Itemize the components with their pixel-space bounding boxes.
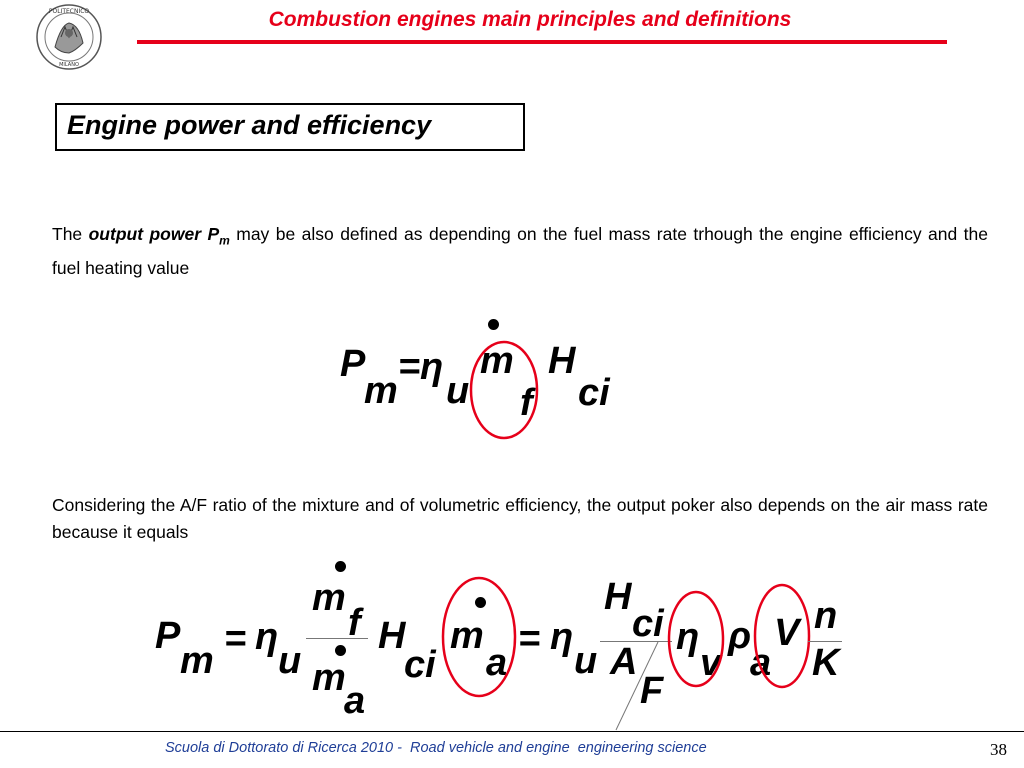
eq2-num-m: m	[312, 577, 346, 619]
eq2-n: n	[814, 595, 838, 637]
eq1-sub-ci: ci	[578, 372, 610, 414]
eq2-sub-ci: ci	[404, 644, 436, 686]
page-number: 38	[990, 740, 1007, 759]
eq2-eta: η	[255, 616, 279, 658]
eq2-equals-2: =	[518, 618, 541, 660]
eq2-H: H	[378, 615, 406, 657]
eq2-fraction-bar-1	[306, 638, 368, 639]
eq2-ma-sub-a: a	[486, 642, 508, 684]
eq2-den-rate-dot	[335, 645, 346, 656]
eq2-den-m: m	[312, 657, 346, 699]
eq1-H: H	[548, 340, 576, 382]
svg-text:MILANO: MILANO	[59, 62, 79, 68]
slide-title: Combustion engines main principles and d…	[268, 8, 792, 31]
eq1-sub-m: m	[364, 370, 398, 412]
eq2-fraction-bar-3	[808, 641, 842, 642]
eq2-eta-2: η	[550, 616, 574, 658]
paragraph-output-power: The output power Pm may be also defined …	[52, 224, 988, 278]
eq2-P: P	[155, 615, 181, 657]
eq2-K: K	[812, 642, 840, 684]
eq2-fraction-bar-2	[600, 641, 672, 642]
eq2-sub-u-2: u	[574, 640, 598, 682]
eq2-V: V	[774, 612, 800, 654]
eq1-rate-dot	[488, 319, 499, 330]
eq2-slash	[615, 641, 659, 731]
eq2-den-sub-a: a	[344, 680, 366, 722]
eq2-frac-sub-ci: ci	[632, 603, 664, 645]
eq2-sub-m: m	[180, 640, 214, 682]
eq1-equals: =	[398, 346, 421, 388]
eq2-ma-rate-dot	[475, 597, 486, 608]
eq1-P: P	[340, 343, 366, 385]
title-underline	[137, 40, 947, 44]
eq1-sub-f: f	[520, 382, 533, 424]
section-box	[55, 103, 525, 151]
eq2-eta-v: η	[676, 616, 700, 658]
eq2-frac-F: F	[640, 670, 664, 712]
svg-text:POLITECNICO: POLITECNICO	[49, 8, 90, 15]
eq2-equals-1: =	[224, 618, 247, 660]
eq2-highlight-ellipse-V	[753, 583, 811, 689]
eq2-frac-A: A	[610, 641, 638, 683]
eq2-highlight-ellipse-air	[441, 576, 517, 698]
eq2-rho: ρ	[728, 615, 752, 657]
term-output-power: output power Pm	[88, 224, 230, 248]
eq1-eta: η	[420, 346, 444, 388]
eq2-num-rate-dot	[335, 561, 346, 572]
section-heading: Engine power and efficiency	[67, 110, 432, 140]
footer-divider	[0, 731, 1024, 732]
university-seal-logo: POLITECNICO MILANO	[35, 3, 103, 71]
eq2-frac-H: H	[604, 576, 632, 618]
eq1-sub-u: u	[446, 370, 470, 412]
eq2-num-sub-f: f	[348, 602, 361, 644]
footer-text: Scuola di Dottorato di Ricerca 2010 - Ro…	[165, 740, 707, 756]
eq2-ma-m: m	[450, 615, 484, 657]
eq1-highlight-ellipse	[469, 340, 539, 440]
eq2-highlight-ellipse-eta-v	[667, 590, 725, 688]
eq2-sub-u: u	[278, 640, 302, 682]
paragraph-air-mass: Considering the A/F ratio of the mixture…	[52, 495, 988, 542]
